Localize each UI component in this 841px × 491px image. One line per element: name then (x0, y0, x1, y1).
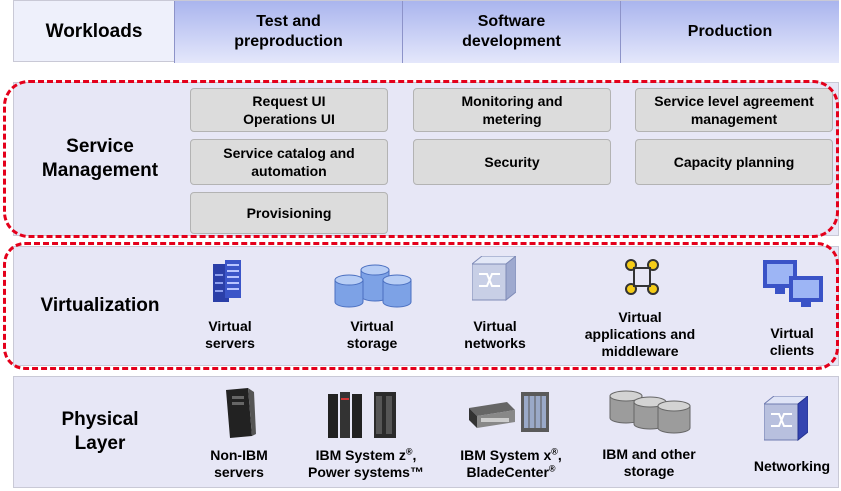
workload-production-label: Production (687, 23, 773, 40)
virtual-networks-label: Virtual networks (464, 318, 526, 351)
networking-label: Networking (753, 458, 831, 474)
service-management-label: Service Management (41, 136, 159, 181)
monitoring-metering-box[interactable]: Monitoring and metering (413, 88, 611, 132)
physical-layer-label: Physical Layer (61, 409, 139, 454)
server-rack-icon (213, 260, 241, 302)
network-switch-icon (472, 256, 516, 302)
ibm-system-x-rest: , BladeCenter (466, 447, 562, 480)
ibm-bladecenter-reg: ® (548, 463, 556, 474)
virtual-clients-label: Virtual clients (769, 325, 815, 358)
networking-switch-icon (764, 396, 808, 442)
storage-cylinders-icon (334, 264, 412, 308)
request-operations-ui-box[interactable]: Request UI Operations UI (190, 88, 388, 132)
blade-server-icon (469, 392, 549, 432)
application-nodes-icon (625, 259, 659, 295)
virtualization-highlight (3, 242, 839, 370)
ibm-system-x-label: IBM System x®, BladeCenter® (448, 447, 574, 481)
ibm-system-z-main: IBM System z (315, 447, 406, 463)
workload-software-development[interactable]: Software development (402, 1, 620, 63)
virtual-storage-label: Virtual storage (346, 318, 398, 351)
workloads-label: Workloads (45, 21, 143, 42)
physical-layer-row (13, 376, 839, 488)
service-catalog-box[interactable]: Service catalog and automation (190, 139, 388, 185)
ibm-system-z-rest: , Power systems™ (308, 447, 424, 480)
virtualization-label: Virtualization (40, 295, 160, 316)
ibm-system-z-reg: ® (405, 446, 413, 457)
tower-server-icon (226, 388, 256, 438)
service-management-highlight (3, 80, 839, 238)
provisioning-box[interactable]: Provisioning (190, 192, 388, 234)
non-ibm-servers-label: Non-IBM servers (210, 447, 268, 480)
virtual-applications-label: Virtual applications and middleware (584, 309, 696, 359)
ibm-system-z-label: IBM System z®, Power systems™ (296, 447, 436, 481)
disk-storage-icon (609, 390, 691, 434)
capacity-planning-box[interactable]: Capacity planning (635, 139, 833, 185)
virtualization-row (13, 246, 839, 366)
ibm-system-x-main: IBM System x (460, 447, 552, 463)
workload-test-preproduction[interactable]: Test and preproduction (174, 1, 402, 63)
client-monitors-icon (763, 260, 823, 307)
workload-production[interactable]: Production (620, 1, 839, 63)
ibm-system-x-reg: ® (551, 446, 558, 457)
security-box[interactable]: Security (413, 139, 611, 185)
virtual-servers-label: Virtual servers (205, 318, 255, 351)
workload-software-label: Software development (462, 13, 561, 50)
workload-test-label: Test and preproduction (234, 13, 343, 50)
sla-management-box[interactable]: Service level agreement management (635, 88, 833, 132)
workloads-row: Workloads Test and preproduction Softwar… (13, 0, 839, 63)
ibm-other-storage-label: IBM and other storage (602, 446, 696, 479)
mainframe-icon (328, 392, 396, 438)
